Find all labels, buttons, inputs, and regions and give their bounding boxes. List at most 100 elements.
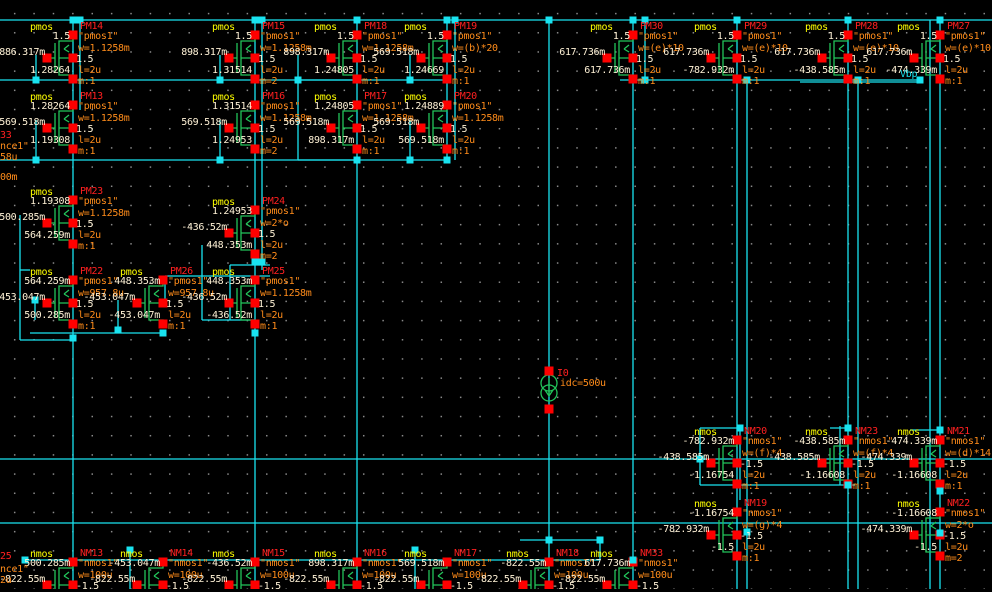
device-pin[interactable] (628, 53, 638, 63)
device-pin[interactable] (416, 53, 426, 63)
device-pin[interactable] (224, 228, 234, 238)
device-pin[interactable] (544, 404, 554, 414)
device-pin[interactable] (843, 30, 853, 40)
wire-junction[interactable] (76, 16, 84, 24)
device-pin[interactable] (544, 557, 554, 567)
device-pin[interactable] (250, 580, 260, 590)
wire-junction[interactable] (936, 16, 944, 24)
wire-junction[interactable] (406, 156, 414, 164)
device-pin[interactable] (935, 435, 945, 445)
device-pin[interactable] (544, 580, 554, 590)
wire-junction[interactable] (251, 329, 259, 337)
device-pin[interactable] (935, 551, 945, 561)
device-pin[interactable] (628, 74, 638, 84)
wire-junction[interactable] (743, 76, 751, 84)
device-pin[interactable] (326, 123, 336, 133)
device-pin[interactable] (935, 53, 945, 63)
device-pin[interactable] (224, 580, 234, 590)
device-pin[interactable] (68, 74, 78, 84)
device-pin[interactable] (68, 239, 78, 249)
wire-junction[interactable] (641, 76, 649, 84)
wire-junction[interactable] (936, 487, 944, 495)
device-pin[interactable] (416, 580, 426, 590)
wire-junction[interactable] (936, 426, 944, 434)
device-pin[interactable] (42, 580, 52, 590)
device-pin[interactable] (732, 479, 742, 489)
device-pin[interactable] (706, 458, 716, 468)
device-pin[interactable] (352, 144, 362, 154)
device-pin[interactable] (68, 275, 78, 285)
device-pin[interactable] (352, 30, 362, 40)
device-pin[interactable] (817, 53, 827, 63)
device-pin[interactable] (68, 30, 78, 40)
wire-junction[interactable] (258, 16, 266, 24)
device-pin[interactable] (935, 30, 945, 40)
device-pin[interactable] (732, 458, 742, 468)
wire-junction[interactable] (916, 76, 924, 84)
wire-junction[interactable] (258, 258, 266, 266)
wire-junction[interactable] (114, 326, 122, 334)
device-pin[interactable] (68, 319, 78, 329)
device-pin[interactable] (732, 435, 742, 445)
wire-junction[interactable] (743, 528, 751, 536)
device-pin[interactable] (68, 53, 78, 63)
device-pin[interactable] (68, 298, 78, 308)
device-pin[interactable] (935, 74, 945, 84)
device-pin[interactable] (250, 557, 260, 567)
device-pin[interactable] (442, 74, 452, 84)
wire-junction[interactable] (411, 546, 419, 554)
wire-junction[interactable] (353, 156, 361, 164)
device-pin[interactable] (909, 458, 919, 468)
device-pin[interactable] (732, 53, 742, 63)
device-pin[interactable] (68, 144, 78, 154)
device-pin[interactable] (909, 530, 919, 540)
device-pin[interactable] (442, 123, 452, 133)
wire-junction[interactable] (216, 156, 224, 164)
wire-junction[interactable] (69, 16, 77, 24)
device-pin[interactable] (132, 298, 142, 308)
device-pin[interactable] (68, 123, 78, 133)
device-pin[interactable] (352, 580, 362, 590)
wire-junction[interactable] (406, 76, 414, 84)
device-pin[interactable] (442, 580, 452, 590)
device-pin[interactable] (250, 275, 260, 285)
device-pin[interactable] (250, 298, 260, 308)
device-pin[interactable] (42, 53, 52, 63)
device-pin[interactable] (416, 123, 426, 133)
wire-junction[interactable] (844, 16, 852, 24)
device-pin[interactable] (628, 30, 638, 40)
device-pin[interactable] (158, 275, 168, 285)
device-pin[interactable] (732, 530, 742, 540)
wire-junction[interactable] (629, 556, 637, 564)
device-pin[interactable] (843, 435, 853, 445)
wire-junction[interactable] (733, 16, 741, 24)
device-pin[interactable] (352, 557, 362, 567)
device-pin[interactable] (935, 458, 945, 468)
device-pin[interactable] (442, 30, 452, 40)
device-pin[interactable] (843, 53, 853, 63)
device-pin[interactable] (250, 144, 260, 154)
wire-junction[interactable] (443, 156, 451, 164)
wire-junction[interactable] (844, 481, 852, 489)
wire-junction[interactable] (596, 536, 604, 544)
device-pin[interactable] (42, 218, 52, 228)
wire-junction[interactable] (32, 156, 40, 164)
wire-junction[interactable] (294, 76, 302, 84)
wire-junction[interactable] (216, 76, 224, 84)
device-pin[interactable] (68, 557, 78, 567)
device-pin[interactable] (732, 74, 742, 84)
device-pin[interactable] (326, 53, 336, 63)
wire-junction[interactable] (696, 455, 704, 463)
device-pin[interactable] (352, 100, 362, 110)
device-pin[interactable] (352, 123, 362, 133)
wire-junction[interactable] (32, 76, 40, 84)
device-pin[interactable] (732, 30, 742, 40)
device-pin[interactable] (250, 228, 260, 238)
device-pin[interactable] (250, 319, 260, 329)
wire-junction[interactable] (545, 536, 553, 544)
wire-junction[interactable] (844, 424, 852, 432)
device-pin[interactable] (518, 580, 528, 590)
device-pin[interactable] (68, 100, 78, 110)
device-pin[interactable] (68, 195, 78, 205)
